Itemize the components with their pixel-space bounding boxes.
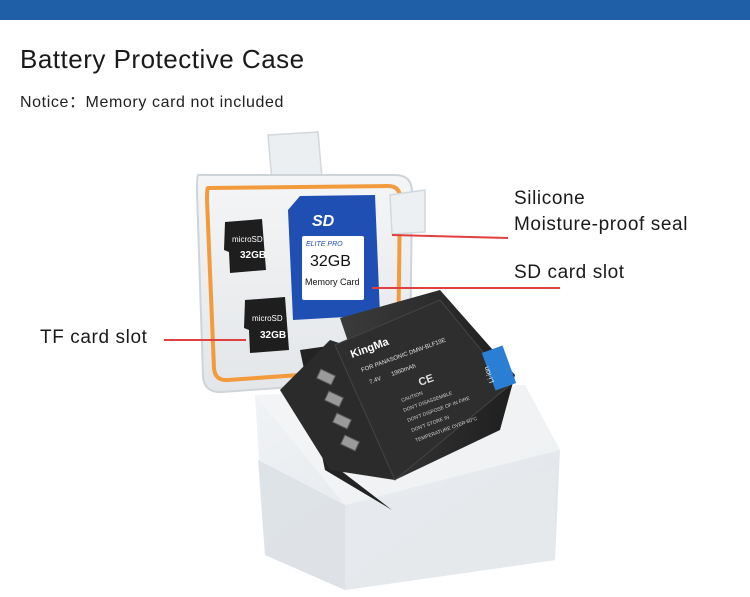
svg-text:32GB: 32GB: [310, 253, 351, 270]
battery-contacts: [315, 368, 361, 452]
svg-text:32GB: 32GB: [240, 250, 266, 261]
tf-slot-pointer-line: [164, 339, 246, 341]
sd-slot-pointer-line: [372, 287, 560, 289]
page-title: Battery Protective Case: [20, 44, 305, 74]
svg-text:Memory Card: Memory Card: [305, 277, 360, 287]
notice-text: Notice：Memory card not included: [20, 94, 285, 111]
sd-card: SD ELITE PRO 32GB Memory Card: [288, 195, 380, 320]
silicone-label-line1: Silicone: [514, 188, 586, 209]
svg-text:microSD: microSD: [232, 235, 263, 244]
sd-slot-label: SD card slot: [514, 262, 625, 283]
svg-text:ELITE PRO: ELITE PRO: [306, 241, 343, 248]
svg-text:CE: CE: [417, 372, 435, 389]
silicone-label-line2: Moisture-proof seal: [514, 213, 689, 235]
microsd-card-top: microSD 32GB: [224, 219, 266, 273]
svg-text:SD: SD: [312, 213, 335, 230]
microsd-card-bottom: microSD 32GB: [244, 297, 289, 353]
svg-text:32GB: 32GB: [260, 330, 286, 341]
svg-text:7.4V: 7.4V: [369, 376, 383, 386]
tf-slot-label: TF card slot: [40, 327, 148, 348]
silicone-seal-label: Silicone Moisture-proof seal: [514, 186, 688, 237]
top-accent-bar: [0, 0, 750, 20]
svg-text:microSD: microSD: [252, 314, 283, 323]
battery: KingMa FOR PANASONIC DMW-BLF19E 7.4V 196…: [280, 290, 517, 510]
